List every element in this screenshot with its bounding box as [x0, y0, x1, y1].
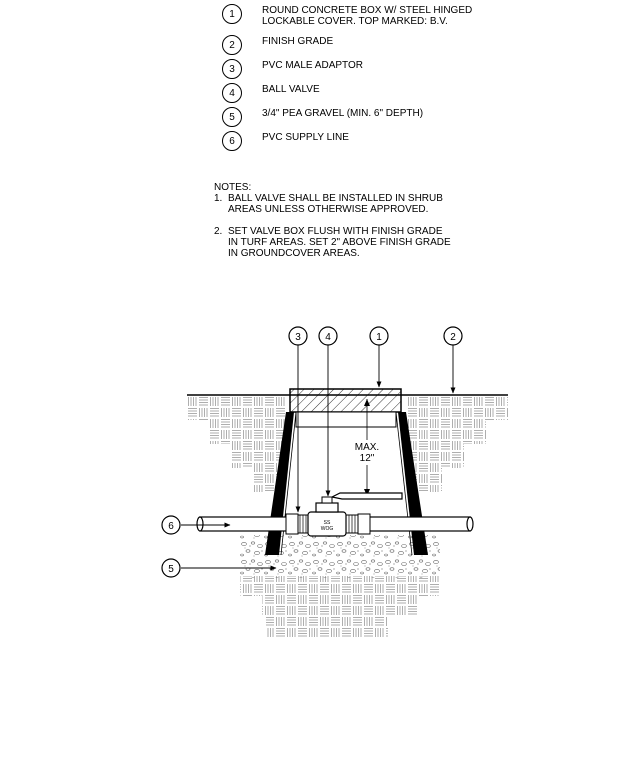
- legend-text: PVC SUPPLY LINE: [262, 132, 349, 143]
- note-item-1: 1. BALL VALVE SHALL BE INSTALLED IN SHRU…: [214, 193, 574, 215]
- legend-number: 6: [222, 131, 242, 151]
- legend-text: ROUND CONCRETE BOX W/ STEEL HINGED LOCKA…: [262, 5, 473, 27]
- legend-number: 5: [222, 107, 242, 127]
- legend-number: 3: [222, 59, 242, 79]
- dimension-label-1: MAX.: [355, 442, 379, 453]
- pvc-male-adaptor-right: [345, 513, 371, 535]
- notes: NOTES: 1. BALL VALVE SHALL BE INSTALLED …: [214, 182, 574, 259]
- legend-item-1: 1 ROUND CONCRETE BOX W/ STEEL HINGED LOC…: [222, 4, 602, 27]
- legend-item-5: 5 3/4" PEA GRAVEL (MIN. 6" DEPTH): [222, 107, 602, 127]
- svg-text:5: 5: [168, 564, 174, 575]
- pvc-male-adaptor-left: [285, 513, 309, 535]
- legend-number: 2: [222, 35, 242, 55]
- note-item-2: 2. SET VALVE BOX FLUSH WITH FINISH GRADE…: [214, 226, 574, 259]
- valve-marking-2: WOG: [321, 526, 334, 532]
- legend-item-3: 3 PVC MALE ADAPTOR: [222, 59, 602, 79]
- legend-text: PVC MALE ADAPTOR: [262, 60, 363, 71]
- dimension-label-2: 12": [360, 453, 375, 464]
- callout-1: 1: [369, 326, 389, 346]
- svg-text:1: 1: [376, 332, 382, 343]
- valve-box-cover: [289, 388, 402, 413]
- note-number: 2.: [214, 226, 223, 237]
- legend-item-6: 6 PVC SUPPLY LINE: [222, 131, 602, 151]
- legend-text: 3/4" PEA GRAVEL (MIN. 6" DEPTH): [262, 108, 424, 119]
- legend-item-4: 4 BALL VALVE: [222, 83, 602, 103]
- callout-2: 2: [443, 326, 463, 346]
- svg-text:4: 4: [325, 332, 331, 343]
- svg-text:3: 3: [295, 332, 301, 343]
- notes-title: NOTES:: [214, 182, 252, 193]
- valve-marking-1: SS: [324, 520, 331, 526]
- pea-gravel-bed: [240, 535, 440, 578]
- callout-6: 6: [161, 515, 181, 535]
- svg-text:6: 6: [168, 521, 174, 532]
- soil-right: [406, 396, 508, 492]
- note-number: 1.: [214, 193, 223, 204]
- ball-valve: SS WOG: [307, 492, 403, 537]
- soil-bottom: [240, 576, 440, 638]
- callout-5: 5: [161, 558, 181, 578]
- legend-item-2: 2 FINISH GRADE: [222, 35, 602, 55]
- legend-number: 4: [222, 83, 242, 103]
- svg-text:2: 2: [450, 332, 456, 343]
- note-text: SET VALVE BOX FLUSH WITH FINISH GRADE IN…: [228, 226, 451, 259]
- callout-4: 4: [318, 326, 338, 346]
- legend-number: 1: [222, 4, 242, 24]
- callout-3: 3: [288, 326, 308, 346]
- soil-left: [187, 396, 286, 492]
- legend-text: BALL VALVE: [262, 84, 320, 95]
- legend-text: FINISH GRADE: [262, 36, 334, 47]
- legend: 1 ROUND CONCRETE BOX W/ STEEL HINGED LOC…: [222, 4, 602, 155]
- note-text: BALL VALVE SHALL BE INSTALLED IN SHRUB A…: [228, 193, 443, 215]
